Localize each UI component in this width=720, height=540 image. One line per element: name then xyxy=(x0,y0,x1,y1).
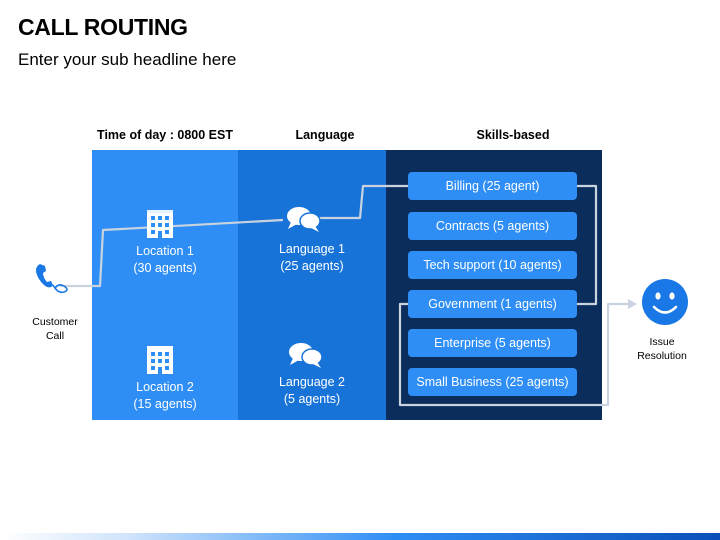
skill-contracts: Contracts (5 agents) xyxy=(408,212,577,240)
skill-government: Government (1 agents) xyxy=(408,290,577,318)
chat-bubbles-icon xyxy=(287,207,321,232)
issue-label-line2: Resolution xyxy=(637,350,687,362)
building-icon xyxy=(147,210,173,238)
time-panel xyxy=(92,150,238,420)
skill-enterprise: Enterprise (5 agents) xyxy=(408,329,577,357)
customer-call-label: Customer Call xyxy=(20,315,90,343)
customer-label-line2: Call xyxy=(45,330,65,342)
chat-bubbles-icon xyxy=(289,343,323,368)
page-subtitle: Enter your sub headline here xyxy=(18,50,237,69)
connector-language1-billing xyxy=(318,184,408,220)
page-title: CALL ROUTING xyxy=(18,14,188,40)
skill-small-business: Small Business (25 agents) xyxy=(408,368,577,396)
language-1-name: Language 1 xyxy=(278,242,346,256)
language-2-node: Language 2 (5 agents) xyxy=(238,374,386,408)
connector-customer-location1 xyxy=(60,218,284,288)
location-2-node: Location 2 (15 agents) xyxy=(92,379,238,413)
customer-label-line1: Customer xyxy=(32,316,78,328)
issue-resolution-label: Issue Resolution xyxy=(626,335,698,363)
skill-tech-support: Tech support (10 agents) xyxy=(408,251,577,279)
language-1-node: Language 1 (25 agents) xyxy=(238,241,386,275)
skill-billing: Billing (25 agent) xyxy=(408,172,577,200)
location-1-agents: (30 agents) xyxy=(133,261,197,275)
location-2-agents: (15 agents) xyxy=(133,397,197,411)
connector-lines xyxy=(60,184,628,407)
language-1-agents: (25 agents) xyxy=(280,259,344,273)
language-2-name: Language 2 xyxy=(278,375,346,389)
phone-icon xyxy=(36,264,68,294)
smiley-icon xyxy=(642,279,688,325)
connector-government-resolution xyxy=(398,302,628,407)
column-header-language: Language xyxy=(295,128,355,142)
location-1-name: Location 1 xyxy=(136,244,194,258)
column-header-skills: Skills-based xyxy=(476,128,550,142)
location-1-node: Location 1 (30 agents) xyxy=(92,243,238,277)
connector-billing-government xyxy=(577,184,598,306)
building-icon xyxy=(147,346,173,374)
connector-arrowhead xyxy=(628,299,637,309)
column-header-time: Time of day : 0800 EST xyxy=(97,128,233,142)
language-2-agents: (5 agents) xyxy=(283,392,341,406)
issue-label-line1: Issue xyxy=(649,336,675,348)
location-2-name: Location 2 xyxy=(136,380,194,394)
bottom-gradient-bar xyxy=(0,533,720,540)
